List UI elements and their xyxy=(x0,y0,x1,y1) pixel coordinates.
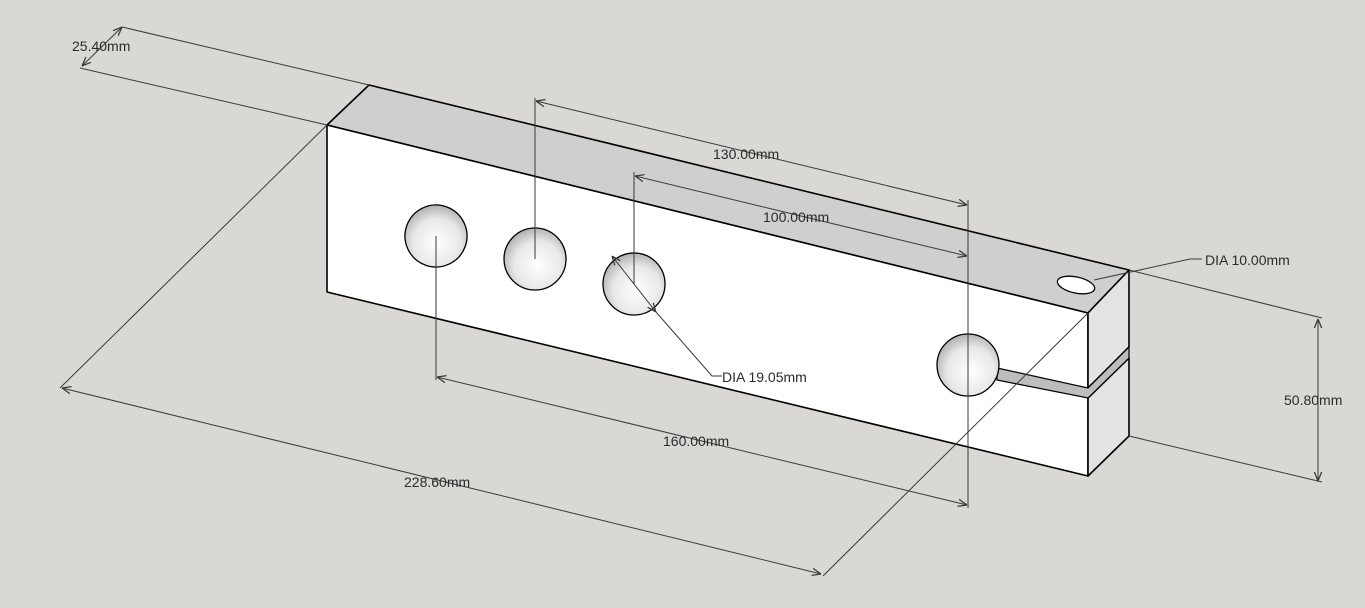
slot-interior xyxy=(996,345,1130,399)
dim-hole-dia-label: DIA 19.05mm xyxy=(722,369,807,385)
dim-130-label: 130.00mm xyxy=(713,146,779,162)
dim-length-label: 228.60mm xyxy=(404,474,470,490)
dim-height-label: 50.80mm xyxy=(1284,392,1342,408)
dim-100-label: 100.00mm xyxy=(763,209,829,225)
dimension-lines xyxy=(59,27,1322,577)
small-top-hole xyxy=(1056,275,1096,295)
slot-edge xyxy=(1097,346,1130,379)
dimension-labels: 25.40mm 130.00mm 100.00mm DIA 10.00mm DI… xyxy=(72,38,1342,490)
dim-depth-label: 25.40mm xyxy=(72,38,130,54)
slot xyxy=(996,345,1130,399)
block-body xyxy=(326,84,1130,477)
dim-160-label: 160.00mm xyxy=(663,433,729,449)
dim-small-dia-label: DIA 10.00mm xyxy=(1205,252,1290,268)
